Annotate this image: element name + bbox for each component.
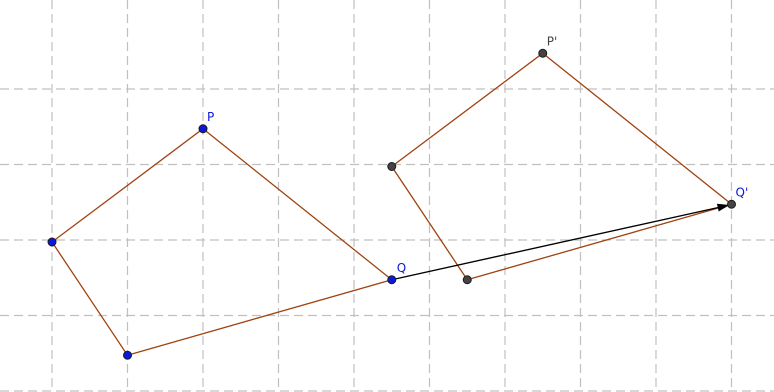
label-p: P — [207, 110, 214, 124]
image-point-3[interactable] — [387, 162, 397, 171]
label-p-prime: P' — [547, 34, 558, 48]
image-point-0[interactable] — [538, 48, 548, 58]
image-point-2[interactable] — [462, 275, 472, 285]
labels: P Q P' Q' — [207, 34, 748, 275]
original-point-2[interactable] — [123, 350, 132, 360]
translation-vector-arrow — [391, 203, 730, 281]
original-point-3[interactable] — [47, 237, 57, 247]
translated-quadrilateral — [390, 52, 733, 281]
label-q-prime: Q' — [736, 185, 749, 199]
label-q: Q — [397, 261, 406, 275]
original-point-1[interactable] — [387, 275, 397, 285]
shapes — [51, 52, 733, 357]
original-quadrilateral — [51, 127, 394, 357]
image-point-1[interactable] — [727, 199, 736, 209]
points — [47, 48, 736, 360]
original-point-0[interactable] — [198, 124, 208, 134]
